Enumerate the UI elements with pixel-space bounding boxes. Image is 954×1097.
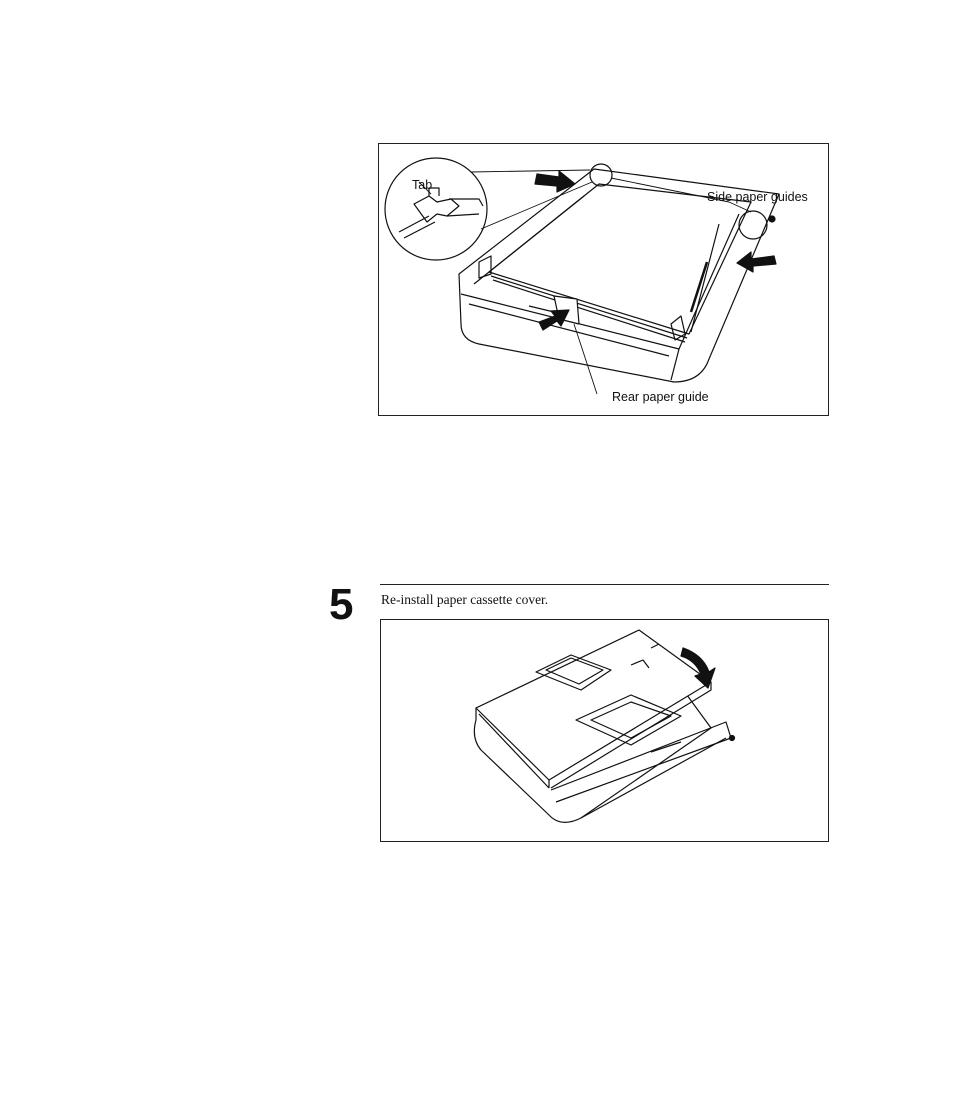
- step-divider: [380, 584, 829, 585]
- step-instruction: Re-install paper cassette cover.: [381, 592, 548, 608]
- cassette-illustration: [379, 144, 830, 417]
- cover-panel: [476, 630, 711, 780]
- paper-guides-figure: Tab Side paper guides Rear paper guide: [378, 143, 829, 416]
- tab-label: Tab: [412, 178, 432, 192]
- arrow-right-guide: [737, 252, 776, 272]
- step-number: 5: [329, 583, 353, 627]
- highlight-circle-right: [739, 211, 767, 239]
- arrow-rear-guide: [539, 310, 569, 330]
- cassette-cover-figure: [380, 619, 829, 842]
- rear-paper-guide-label: Rear paper guide: [612, 390, 709, 404]
- side-paper-guides-label: Side paper guides: [707, 190, 808, 204]
- cover-illustration: [381, 620, 830, 843]
- highlight-circle-left: [590, 164, 612, 186]
